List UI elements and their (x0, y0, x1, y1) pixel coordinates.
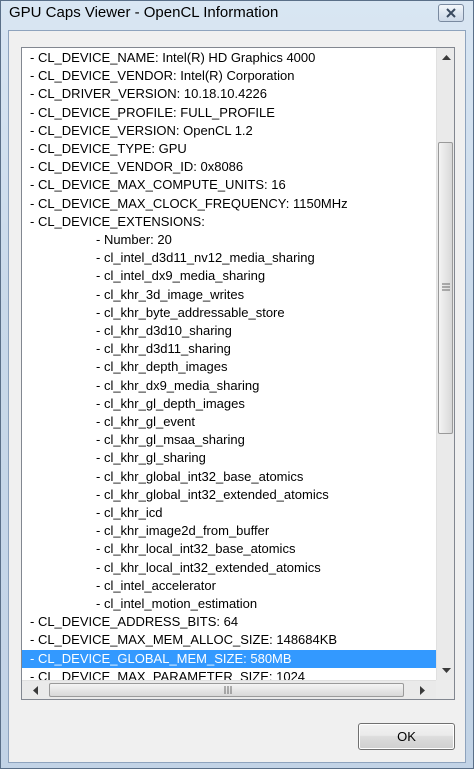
list-item-text: - cl_intel_motion_estimation (96, 596, 258, 611)
list-item-text: - cl_khr_gl_event (96, 414, 195, 429)
list-item-text: - cl_khr_depth_images (96, 359, 228, 375)
scroll-right-arrow-icon (420, 685, 425, 695)
list-item-text: - CL_DEVICE_NAME: Intel(R) HD Graphics 4… (30, 50, 316, 65)
list-item-text: - CL_DEVICE_PROFILE: FULL_PROFILE (30, 104, 275, 120)
list-item[interactable]: - cl_khr_gl_sharing (22, 449, 436, 467)
scroll-left-arrow-icon (33, 685, 38, 695)
list-item[interactable]: - cl_khr_3d_image_writes (22, 286, 436, 304)
list-item[interactable]: - Number: 20 (22, 231, 436, 249)
list-item-text: - cl_khr_3d_image_writes (96, 286, 245, 302)
list-item[interactable]: - cl_intel_d3d11_nv12_media_sharing (22, 249, 436, 267)
list-item-text: - cl_intel_accelerator (96, 577, 216, 593)
list-item-text: - cl_khr_local_int32_extended_atomics (96, 559, 321, 575)
list-item-selected[interactable]: - CL_DEVICE_GLOBAL_MEM_SIZE: 580MB (22, 649, 436, 668)
list-item-text: - CL_DEVICE_VENDOR_ID: 0x8086 (30, 159, 244, 175)
grip-icon (224, 686, 232, 694)
list-item[interactable]: - CL_DEVICE_MAX_MEM_ALLOC_SIZE: 148684KB (22, 631, 436, 649)
list-item[interactable]: - cl_khr_gl_depth_images (22, 395, 436, 413)
dialog-client-area: - CL_DEVICE_NAME: Intel(R) HD Graphics 4… (8, 30, 466, 763)
list-item[interactable]: - CL_DEVICE_MAX_CLOCK_FREQUENCY: 1150MHz (22, 195, 436, 213)
list-item-text: - CL_DEVICE_GLOBAL_MEM_SIZE: 580MB (30, 650, 292, 666)
list-item[interactable]: - CL_DEVICE_PROFILE: FULL_PROFILE (22, 104, 436, 122)
scrollbar-corner (436, 680, 454, 699)
list-item-text: - cl_khr_icd (96, 505, 163, 520)
scroll-up-arrow-icon (441, 55, 451, 60)
list-item-text: - cl_khr_dx9_media_sharing (96, 377, 260, 393)
list-item[interactable]: - CL_DEVICE_TYPE: GPU (22, 140, 436, 158)
list-item[interactable]: - cl_khr_local_int32_extended_atomics (22, 559, 436, 577)
list-item-text: - cl_khr_d3d11_sharing (96, 341, 231, 357)
list-item-text: - CL_DEVICE_MAX_COMPUTE_UNITS: 16 (30, 177, 286, 193)
list-item[interactable]: - cl_khr_icd (22, 504, 436, 522)
list-item[interactable]: - CL_DEVICE_NAME: Intel(R) HD Graphics 4… (22, 49, 436, 67)
list-item-text: - CL_DEVICE_MAX_CLOCK_FREQUENCY: 1150MHz (30, 195, 348, 211)
scroll-down-button[interactable] (437, 662, 454, 680)
scroll-left-button[interactable] (26, 681, 44, 699)
list-item-text: - cl_khr_local_int32_base_atomics (96, 541, 296, 557)
list-item[interactable]: - cl_khr_d3d10_sharing (22, 322, 436, 340)
list-item-text: - CL_DEVICE_MAX_PARAMETER_SIZE: 1024 (30, 668, 306, 680)
list-item-text: - cl_khr_gl_depth_images (96, 395, 245, 411)
scroll-down-arrow-icon (441, 668, 451, 673)
list-item[interactable]: - CL_DEVICE_VENDOR_ID: 0x8086 (22, 158, 436, 176)
list-item-text: - cl_khr_global_int32_extended_atomics (96, 486, 329, 502)
close-icon (446, 8, 456, 18)
list-item-text: - CL_DEVICE_VERSION: OpenCL 1.2 (30, 122, 253, 138)
list-item[interactable]: - cl_intel_motion_estimation (22, 595, 436, 613)
scroll-right-button[interactable] (414, 681, 432, 699)
list-item-text: - CL_DRIVER_VERSION: 10.18.10.4226 (30, 86, 268, 102)
list-item[interactable]: - CL_DRIVER_VERSION: 10.18.10.4226 (22, 85, 436, 103)
opencl-info-listbox[interactable]: - CL_DEVICE_NAME: Intel(R) HD Graphics 4… (21, 47, 455, 700)
title-bar[interactable]: GPU Caps Viewer - OpenCL Information (1, 1, 473, 29)
list-item[interactable]: - cl_khr_dx9_media_sharing (22, 377, 436, 395)
list-item-text: - cl_khr_d3d10_sharing (96, 323, 232, 338)
list-item-text: - CL_DEVICE_EXTENSIONS: (30, 213, 205, 229)
list-item[interactable]: - cl_khr_byte_addressable_store (22, 304, 436, 322)
close-button[interactable] (438, 4, 464, 22)
list-item[interactable]: - cl_khr_global_int32_extended_atomics (22, 486, 436, 504)
list-item-text: - cl_khr_byte_addressable_store (96, 304, 285, 320)
list-item-text: - CL_DEVICE_MAX_MEM_ALLOC_SIZE: 148684KB (30, 632, 338, 648)
list-item[interactable]: - cl_khr_image2d_from_buffer (22, 522, 436, 540)
list-item-text: - CL_DEVICE_TYPE: GPU (30, 141, 187, 156)
list-item[interactable]: - cl_intel_dx9_media_sharing (22, 267, 436, 285)
horizontal-scroll-thumb[interactable] (49, 683, 404, 697)
list-item[interactable]: - cl_intel_accelerator (22, 577, 436, 595)
horizontal-scrollbar[interactable] (22, 680, 436, 699)
list-item[interactable]: - CL_DEVICE_EXTENSIONS: (22, 213, 436, 231)
list-item[interactable]: - cl_khr_depth_images (22, 358, 436, 376)
list-item[interactable]: - cl_khr_gl_msaa_sharing (22, 431, 436, 449)
grip-icon (442, 283, 450, 291)
list-item-text: - cl_khr_gl_msaa_sharing (96, 432, 245, 448)
window-title: GPU Caps Viewer - OpenCL Information (9, 4, 279, 21)
list-item-text: - CL_DEVICE_ADDRESS_BITS: 64 (30, 614, 239, 630)
list-item-text: - cl_khr_global_int32_base_atomics (96, 468, 304, 484)
list-item-text: - cl_khr_gl_sharing (96, 450, 206, 466)
ok-button[interactable]: OK (358, 723, 455, 750)
list-item[interactable]: - cl_khr_gl_event (22, 413, 436, 431)
list-item[interactable]: - CL_DEVICE_ADDRESS_BITS: 64 (22, 613, 436, 631)
list-item[interactable]: - CL_DEVICE_VENDOR: Intel(R) Corporation (22, 67, 436, 85)
list-item-text: - CL_DEVICE_VENDOR: Intel(R) Corporation (30, 68, 295, 84)
list-item-text: - Number: 20 (96, 232, 172, 247)
list-item[interactable]: - cl_khr_local_int32_base_atomics (22, 540, 436, 558)
list-item[interactable]: - CL_DEVICE_VERSION: OpenCL 1.2 (22, 122, 436, 140)
list-item[interactable]: - CL_DEVICE_MAX_COMPUTE_UNITS: 16 (22, 176, 436, 194)
list-item[interactable]: - cl_khr_global_int32_base_atomics (22, 468, 436, 486)
list-items-container: - CL_DEVICE_NAME: Intel(R) HD Graphics 4… (22, 48, 436, 680)
list-item-text: - cl_intel_d3d11_nv12_media_sharing (96, 250, 315, 266)
scroll-up-button[interactable] (437, 48, 454, 66)
vertical-scroll-thumb[interactable] (438, 142, 453, 434)
list-item[interactable]: - cl_khr_d3d11_sharing (22, 340, 436, 358)
list-item[interactable]: - CL_DEVICE_MAX_PARAMETER_SIZE: 1024 (22, 668, 436, 680)
list-item-text: - cl_khr_image2d_from_buffer (96, 523, 270, 539)
list-item-text: - cl_intel_dx9_media_sharing (96, 268, 266, 284)
vertical-scrollbar[interactable] (436, 48, 454, 680)
